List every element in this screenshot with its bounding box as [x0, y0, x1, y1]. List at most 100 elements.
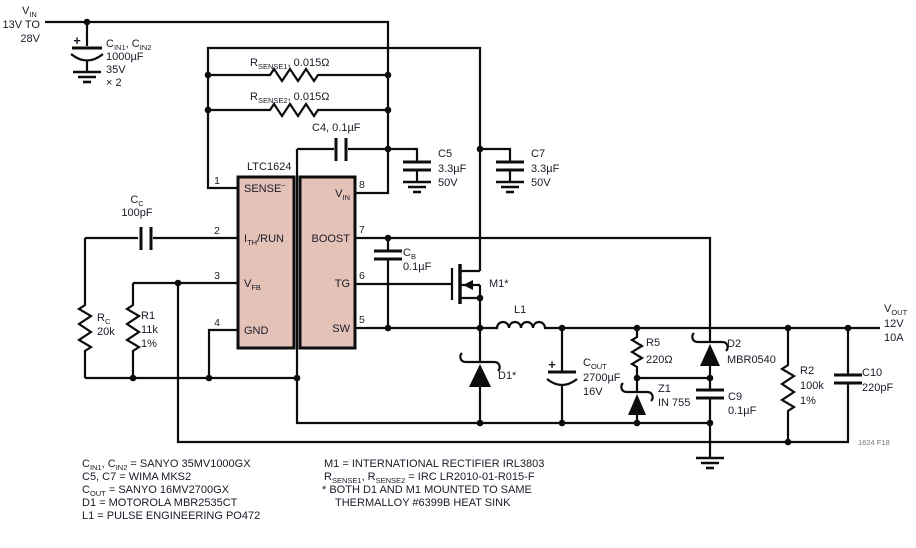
z1-cathode-bar	[620, 382, 654, 402]
note-line: C5, C7 = WIMA MKS2	[82, 471, 191, 483]
junction-dot	[633, 324, 641, 332]
junction-dot	[384, 234, 392, 242]
c5-value: 3.3µF	[438, 163, 467, 175]
cc-name: CC	[130, 194, 144, 208]
c4-label: C4, 0.1µF	[312, 122, 361, 134]
notes-left-column: CIN1, CIN2 = SANYO 35MV1000GX C5, C7 = W…	[82, 458, 260, 522]
rc-value: 20k	[97, 326, 115, 338]
junction-dot	[476, 145, 484, 153]
z1-anode-triangle	[628, 394, 646, 415]
d2-cathode-bar	[691, 332, 729, 352]
junction-dot	[384, 106, 392, 114]
cin-name: CIN1, CIN2	[106, 38, 151, 52]
wire-pin4-gnd	[207, 328, 238, 378]
note-line: COUT = SANYO 16MV2700GX	[82, 484, 230, 498]
junction-dot	[384, 324, 392, 332]
cout-name: COUT	[583, 357, 607, 371]
vout-current: 10A	[884, 332, 904, 344]
d1-label: D1*	[498, 370, 517, 382]
note-line: THERMALLOY #6399B HEAT SINK	[335, 497, 511, 509]
junction-dot	[633, 374, 641, 382]
d2-name: D2	[727, 338, 741, 350]
pin-number-2: 2	[214, 225, 220, 237]
ground-symbol-main	[696, 456, 724, 470]
junction-dot	[784, 438, 792, 446]
pin-number-1: 1	[214, 175, 220, 187]
pin-number-8: 8	[359, 179, 365, 191]
c7-voltage: 50V	[531, 177, 551, 189]
c10-name: C10	[862, 367, 882, 379]
rc-name: RC	[97, 312, 111, 326]
cin-voltage: 35V	[106, 64, 126, 76]
c5-voltage: 50V	[438, 177, 458, 189]
pin-number-7: 7	[359, 224, 365, 236]
r1-name: R1	[141, 310, 155, 322]
cc-plates	[139, 227, 153, 250]
junction-dot	[706, 374, 714, 382]
d2-part: MBR0540	[727, 354, 776, 366]
pin-label-vin: VIN	[335, 188, 350, 202]
c7-name: C7	[531, 148, 545, 160]
pin-label-tg: TG	[335, 278, 350, 290]
pin-label-vfb: VFB	[244, 278, 261, 292]
m1-body-arrow	[463, 280, 473, 290]
r2-resistor	[779, 328, 797, 442]
cb-plates	[374, 249, 402, 261]
vout-voltage: 12V	[884, 318, 904, 330]
r1-tolerance: 1%	[141, 338, 157, 350]
ic-part-number: LTC1624	[247, 161, 291, 173]
junction-dot	[83, 18, 91, 26]
ground-symbol-c7	[496, 180, 524, 194]
junction-dots	[83, 18, 852, 446]
junction-dot	[844, 324, 852, 332]
pin-label-sw: SW	[332, 323, 350, 335]
cb-name: CB	[403, 247, 416, 261]
junction-dot	[205, 374, 213, 382]
junction-dot	[204, 106, 212, 114]
junction-dot	[558, 324, 566, 332]
junction-dot	[706, 419, 714, 427]
cb-value: 0.1µF	[403, 261, 432, 273]
r2-name: R2	[800, 365, 814, 377]
junction-dot	[476, 324, 484, 332]
wire-boost	[355, 236, 712, 341]
cin-plate-curved	[70, 53, 104, 62]
wire-sense-loop	[206, 46, 482, 271]
junction-dot	[633, 419, 641, 427]
junction-dot	[174, 279, 182, 287]
pin-label-sense: SENSE−	[244, 181, 286, 195]
note-line: M1 = INTERNATIONAL RECTIFIER IRL3803	[324, 458, 544, 470]
c5-name: C5	[438, 148, 452, 160]
junction-dot	[129, 374, 137, 382]
cout-polarity-plus: +	[548, 357, 556, 372]
wire-sw-output-rail-with-l1	[355, 320, 880, 330]
cin-polarity-plus: +	[73, 33, 81, 48]
junction-dot	[558, 419, 566, 427]
c10-value: 220pF	[862, 382, 893, 394]
junction-dot	[204, 71, 212, 79]
m1-label: M1*	[489, 278, 509, 290]
c5-plates	[403, 160, 431, 172]
c7-plates	[496, 160, 524, 172]
wire-c5-branch	[388, 147, 419, 161]
c7-value: 3.3µF	[531, 163, 560, 175]
note-line: RSENSE1, RSENSE2 = IRC LR2010-01-R015-F	[324, 471, 535, 485]
junction-dot	[293, 374, 301, 382]
junction-dot	[384, 71, 392, 79]
pin-number-5: 5	[359, 314, 365, 326]
notes-right-column: M1 = INTERNATIONAL RECTIFIER IRL3803 RSE…	[322, 458, 544, 509]
r2-value: 100k	[800, 380, 824, 392]
wire-center-ground	[295, 149, 712, 457]
pin-label-ith-run: ITH/RUN	[244, 233, 284, 247]
rsense1-resistor	[208, 67, 388, 83]
cout-voltage: 16V	[583, 386, 603, 398]
wire-c7-branch	[480, 147, 512, 161]
note-line: * BOTH D1 AND M1 MOUNTED TO SAME	[322, 484, 532, 496]
d1-cathode-bar	[459, 352, 501, 372]
note-line: L1 = PULSE ENGINEERING PO472	[82, 510, 260, 522]
pin-number-3: 3	[214, 270, 220, 282]
r1-resistor	[124, 283, 142, 378]
note-line: D1 = MOTOROLA MBR2535CT	[82, 497, 238, 509]
wire-feedback-rail	[176, 283, 850, 444]
